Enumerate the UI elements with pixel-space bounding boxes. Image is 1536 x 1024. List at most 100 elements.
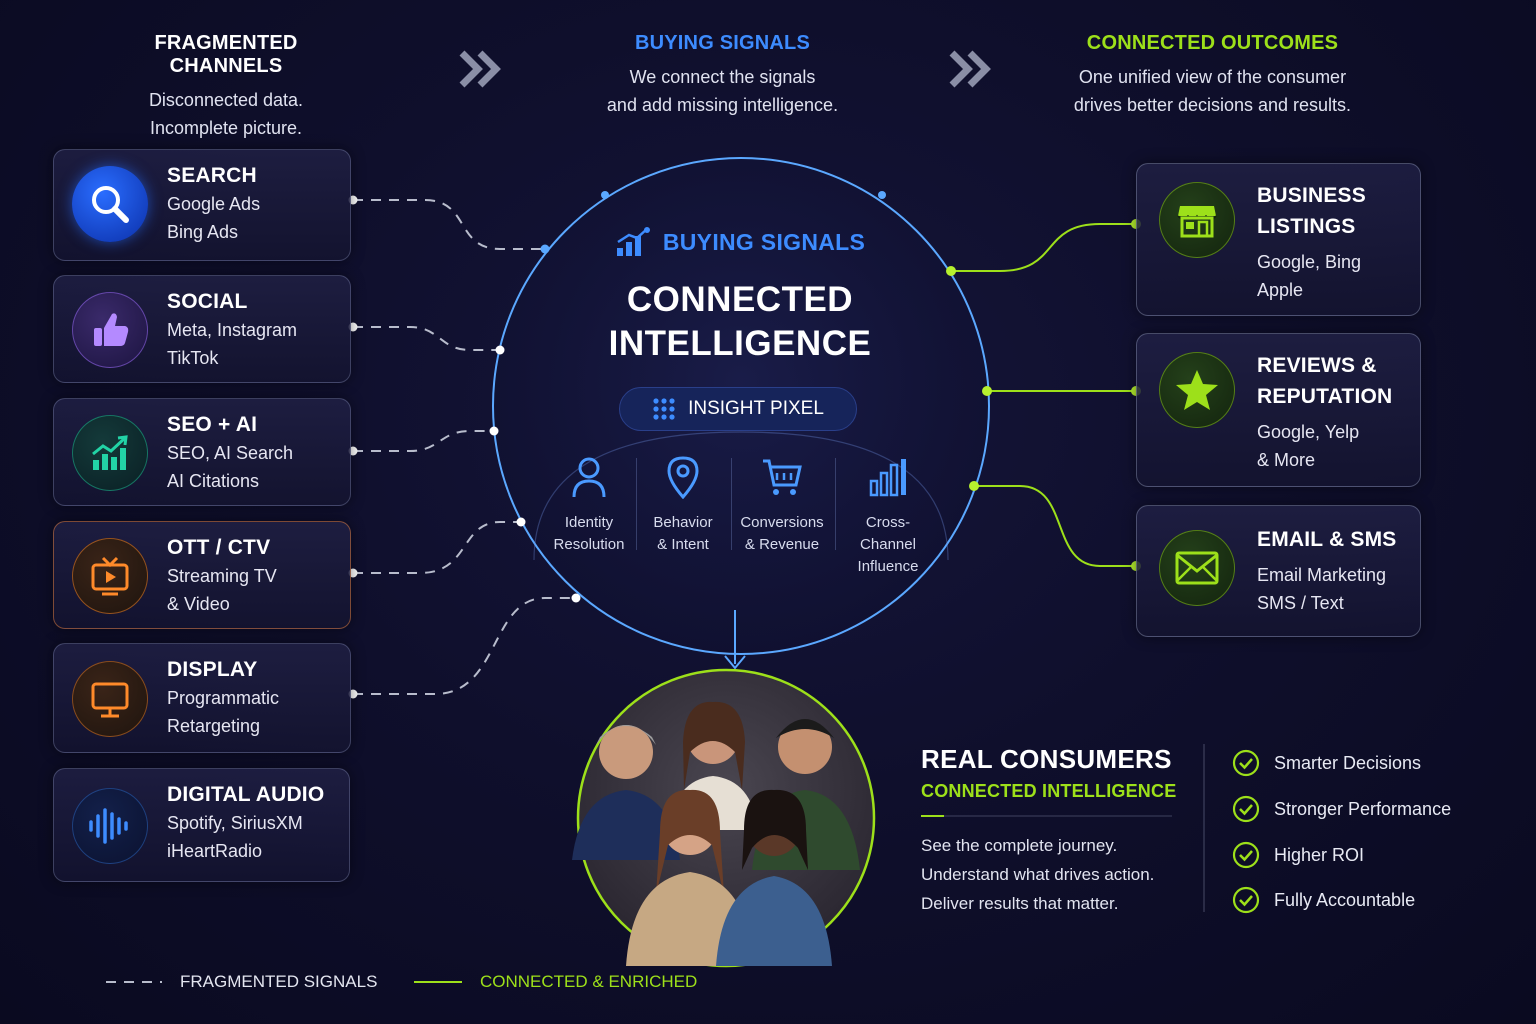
metric-conversions: Conversions & Revenue	[732, 455, 832, 556]
display-connector	[353, 597, 576, 695]
tv-icon	[72, 538, 148, 614]
connector-dot	[571, 593, 581, 603]
benefit-label: Higher ROI	[1274, 844, 1365, 865]
channel-line: Programmatic	[167, 688, 280, 708]
metric-divider	[835, 458, 836, 550]
connector-dot	[516, 517, 526, 527]
connector-dot	[489, 426, 499, 436]
email-text: EMAIL & SMS Email Marketing SMS / Text	[1257, 524, 1397, 617]
check-circle-icon	[1232, 886, 1260, 914]
channel-card-ott-ctv[interactable]: OTT / CTV Streaming TV & Video	[53, 521, 351, 629]
metric-line: & Revenue	[744, 536, 820, 553]
check-circle-icon	[1232, 841, 1260, 869]
channel-title: SOCIAL	[167, 290, 248, 313]
channel-title: SEO + AI	[167, 413, 258, 436]
email-connector	[974, 485, 1136, 567]
buying-signals-kicker: BUYING SIGNALS	[600, 226, 880, 258]
buying-line1: We connect the signals	[629, 67, 816, 87]
channel-line: iHeartRadio	[167, 841, 263, 861]
channel-card-display[interactable]: DISPLAY Programmatic Retargeting	[53, 643, 351, 753]
metric-line: & Intent	[657, 536, 709, 553]
seo-connector	[353, 430, 494, 452]
location-pin-icon	[667, 456, 699, 500]
thumbs-up-icon	[72, 292, 148, 368]
channel-card-seo-ai[interactable]: SEO + AI SEO, AI Search AI Citations	[53, 398, 351, 506]
social-connector	[353, 326, 500, 351]
pixel-grid-icon	[653, 398, 675, 420]
search-connector	[353, 199, 545, 250]
metric-behavior: Behavior& Intent	[633, 455, 733, 556]
insight-pixel-pill[interactable]: INSIGHT PIXEL	[619, 387, 857, 431]
channel-title: DISPLAY	[167, 658, 258, 681]
buying-header: BUYING SIGNALS We connect the signals an…	[580, 32, 865, 119]
ott-text: OTT / CTV Streaming TV & Video	[167, 536, 277, 618]
metric-line: Conversions	[740, 514, 824, 531]
metrics-arc-panel	[533, 431, 949, 561]
outcome-card-reviews[interactable]: REVIEWS & REPUTATION Google, Yelp & More	[1136, 333, 1421, 487]
metric-divider	[731, 458, 732, 550]
legend-label: CONNECTED & ENRICHED	[480, 972, 698, 991]
connector-dot	[969, 481, 979, 491]
signal-bars-icon	[616, 227, 650, 256]
outcome-title: BUSINESS	[1257, 184, 1366, 207]
check-circle-icon	[1232, 749, 1260, 777]
channel-line: AI Citations	[167, 471, 260, 491]
circle-node	[878, 191, 886, 199]
search-text: SEARCH Google Ads Bing Ads	[167, 164, 260, 246]
outcome-card-business-listings[interactable]: BUSINESS LISTINGS Google, Bing Apple	[1136, 163, 1421, 316]
growth-chart-icon	[72, 415, 148, 491]
consumers-line: Deliver results that matter.	[921, 894, 1119, 913]
benefit-label: Fully Accountable	[1274, 889, 1416, 910]
audio-text: DIGITAL AUDIO Spotify, SiriusXM iHeartRa…	[167, 783, 324, 865]
channel-line: Streaming TV	[167, 566, 277, 586]
consumers-line: See the complete journey.	[921, 836, 1118, 855]
metric-line: Resolution	[553, 536, 625, 553]
title-line-2: INTELLIGENCE	[608, 324, 872, 363]
consumers-title: REAL CONSUMERS	[921, 744, 1172, 774]
channel-title: SEARCH	[167, 164, 257, 187]
metric-line: Influence	[857, 558, 919, 575]
bar-chart-icon	[869, 459, 906, 497]
channel-title: DIGITAL AUDIO	[167, 783, 325, 806]
channel-card-search[interactable]: SEARCH Google Ads Bing Ads	[53, 149, 351, 261]
channel-line: Retargeting	[167, 716, 261, 736]
title-line-1: CONNECTED	[626, 280, 854, 319]
fragmented-title: FRAGMENTED CHANNELS	[154, 32, 298, 77]
outcomes-header: CONNECTED OUTCOMES One unified view of t…	[1050, 32, 1375, 119]
buying-title: BUYING SIGNALS	[634, 32, 811, 54]
outcome-line: Apple	[1257, 280, 1304, 300]
monitor-icon	[72, 661, 148, 737]
channel-line: TikTok	[167, 348, 219, 368]
metric-line: Cross-Channel	[860, 514, 916, 553]
ott-connector	[353, 521, 521, 574]
connector-dot	[946, 266, 956, 276]
cart-icon	[763, 459, 802, 495]
person-icon	[572, 457, 606, 498]
outcome-card-email-sms[interactable]: EMAIL & SMS Email Marketing SMS / Text	[1136, 505, 1421, 637]
outcomes-title: CONNECTED OUTCOMES	[1086, 32, 1339, 54]
consumer-group-illustration	[572, 701, 860, 966]
fragmented-line1: Disconnected data.	[148, 90, 304, 110]
channel-line: SEO, AI Search	[167, 443, 294, 463]
channel-line: Google Ads	[167, 194, 261, 214]
channel-card-digital-audio[interactable]: DIGITAL AUDIO Spotify, SiriusXM iHeartRa…	[53, 768, 350, 882]
benefit-label: Smarter Decisions	[1274, 752, 1422, 773]
outcome-line: Google, Bing	[1257, 252, 1362, 272]
consumers-subtitle: CONNECTED INTELLIGENCE	[921, 781, 1177, 801]
display-text: DISPLAY Programmatic Retargeting	[167, 658, 279, 740]
chevron-right-icon	[949, 50, 991, 88]
benefit-label: Stronger Performance	[1274, 798, 1452, 819]
outcome-title: LISTINGS	[1257, 215, 1356, 238]
outcomes-line2: drives better decisions and results.	[1073, 95, 1352, 115]
outcome-title: EMAIL & SMS	[1257, 528, 1397, 551]
check-circle-icon	[1232, 795, 1260, 823]
outcome-title: REPUTATION	[1257, 385, 1393, 408]
channel-title: OTT / CTV	[167, 536, 271, 559]
channel-card-social[interactable]: SOCIAL Meta, Instagram TikTok	[53, 275, 351, 383]
metric-line: Identity	[564, 514, 614, 531]
connector-dot	[540, 244, 550, 254]
down-arrow-head	[724, 655, 746, 670]
connector-dot	[982, 386, 992, 396]
